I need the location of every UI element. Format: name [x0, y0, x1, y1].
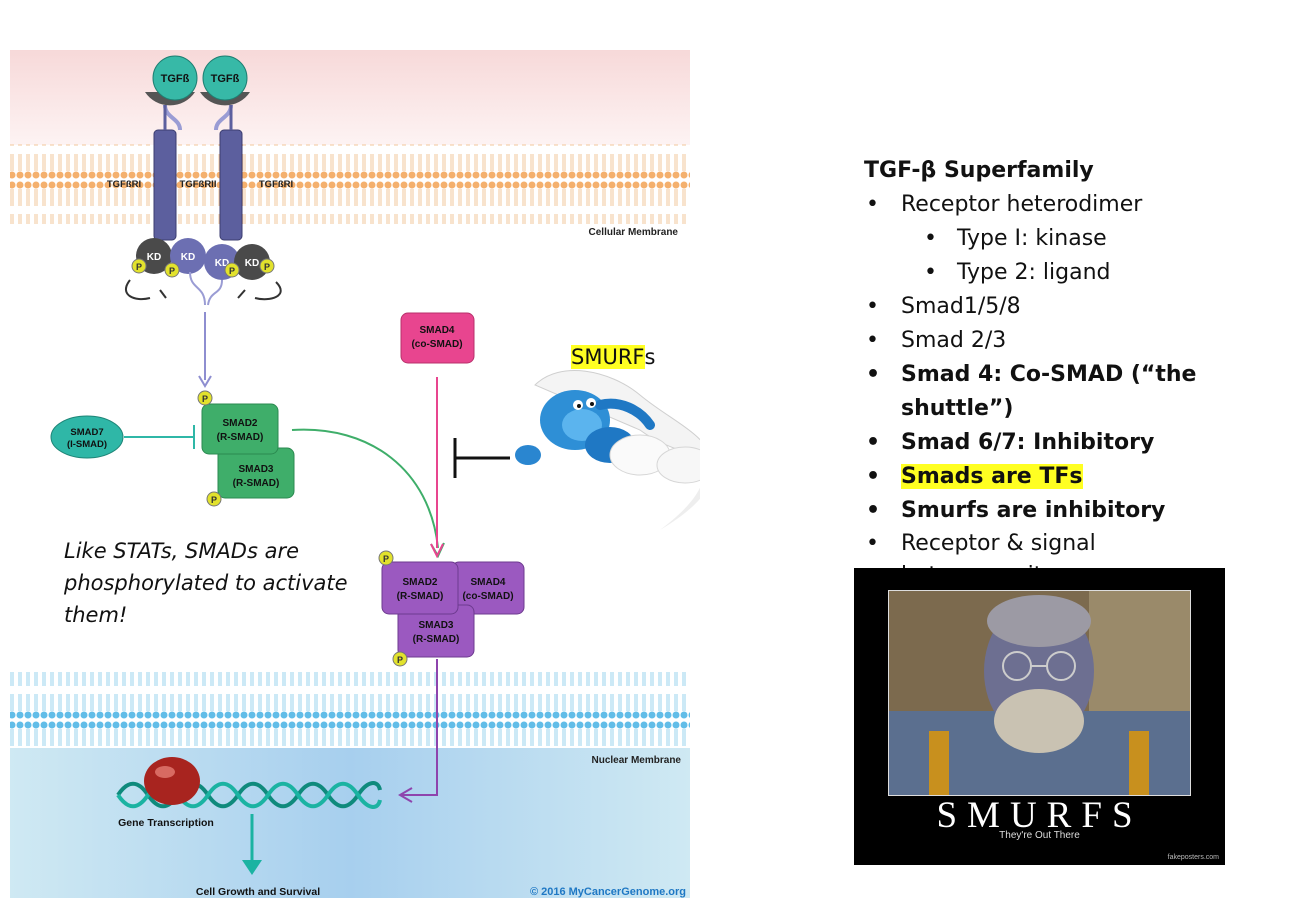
- complex-phospho-bottom-label: P: [397, 655, 403, 665]
- complex-smad4-sub-label: (co-SMAD): [462, 591, 513, 602]
- tgf-beta-ligand-right: [202, 55, 248, 101]
- poster-credit: fakeposters.com: [1167, 854, 1219, 861]
- receptor-label-left: TGFßRI: [107, 179, 141, 190]
- bullet-smad4: Smad 4: Co-SMAD (“the shuttle”): [864, 358, 1304, 426]
- bullet-smads-tfs: Smads are TFs: [864, 460, 1304, 494]
- transcription-arrowhead: [242, 860, 262, 875]
- smad7-node: [50, 415, 124, 459]
- bullet-smads-tfs-text: Smads are TFs: [901, 464, 1083, 489]
- bullet-smad67: Smad 6/7: Inhibitory: [864, 426, 1304, 460]
- kd-label-1: KD: [147, 252, 161, 263]
- bullet-smad158: Smad1/5/8: [864, 290, 1304, 324]
- poster-photo-illustration: [889, 591, 1190, 795]
- phospho-label-2: P: [169, 266, 175, 276]
- smad2-phospho: [197, 390, 213, 406]
- complex-smad2-sub-label: (R-SMAD): [397, 591, 444, 602]
- bullet-smurfs-inhibitory: Smurfs are inhibitory: [864, 494, 1304, 528]
- poster-photo: [888, 590, 1191, 796]
- smurfs-poster: SMURFS They're Out There fakeposters.com: [854, 568, 1225, 865]
- smad2-sub-label: (R-SMAD): [217, 432, 264, 443]
- smurfs-label-suffix: s: [644, 345, 656, 369]
- nuclear-membrane-label: Nuclear Membrane: [592, 755, 682, 766]
- ligand-label-right: TGFß: [211, 73, 240, 85]
- smad7-label: SMAD7: [70, 427, 103, 438]
- smad-phosphorylation-note: Like STATs, SMADs are phosphorylated to …: [64, 539, 348, 627]
- complex-smad3-label: SMAD3: [418, 620, 453, 631]
- notes-list: Receptor heterodimer Type I: kinase Type…: [864, 188, 1304, 592]
- complex-smad3-sub-label: (R-SMAD): [413, 634, 460, 645]
- copyright-label: © 2016 MyCancerGenome.org: [530, 886, 686, 898]
- tgf-beta-pathway-diagram: TGFß TGFß TGFßRI TGFßRII TGFßRI KD KD KD…: [10, 50, 700, 898]
- ligand-label-left: TGFß: [161, 73, 190, 85]
- smad3-phospho-label: P: [211, 495, 217, 505]
- nuclear-import-arrowhead: [398, 787, 413, 803]
- complex-phospho-top: [378, 550, 394, 566]
- smad4-sub-label: (co-SMAD): [411, 339, 462, 350]
- complex-smad2-node: [381, 561, 459, 615]
- phospho-label-4: P: [264, 262, 270, 272]
- smurfs-label-highlight: SMURF: [571, 345, 645, 369]
- smad4-label: SMAD4: [419, 325, 454, 336]
- bullet-type-1: Type I: kinase: [864, 222, 1304, 256]
- bullet-smad23: Smad 2/3: [864, 324, 1304, 358]
- receptor-label-right: TGFßRI: [259, 179, 293, 190]
- cell-growth-label: Cell Growth and Survival: [196, 886, 320, 898]
- nuclear-membrane: [10, 672, 690, 748]
- smad3-phospho: [206, 491, 222, 507]
- smad2-label: SMAD2: [222, 418, 257, 429]
- nuclear-import-arrow: [402, 659, 438, 796]
- kd-label-4: KD: [245, 258, 259, 269]
- rna-polymerase-icon: [144, 757, 200, 805]
- poster-tagline: They're Out There: [999, 830, 1080, 841]
- complex-smad4-label: SMAD4: [470, 577, 505, 588]
- extracellular-background: [10, 50, 690, 145]
- receptor-complex: [124, 55, 282, 306]
- phospho-label-1: P: [136, 262, 142, 272]
- smurfs-label: SMURFs: [571, 345, 655, 369]
- smad4-arrowhead: [430, 543, 444, 559]
- smad4-node: [400, 312, 475, 364]
- rna-polymerase-highlight: [155, 766, 175, 778]
- receptor-to-smad-arrowhead: [198, 375, 212, 388]
- smurf-character-illustration: [515, 370, 700, 530]
- bullet-receptor-heterodimer: Receptor heterodimer: [864, 188, 1304, 222]
- smad2-node: [201, 403, 279, 455]
- complex-phospho-bottom: [392, 651, 408, 667]
- complex-phospho-top-label: P: [383, 554, 389, 564]
- receptor-phospho-groups: [131, 258, 275, 278]
- smad7-sub-label: (I-SMAD): [67, 439, 107, 450]
- receptor-label-center: TGFßRII: [180, 179, 217, 190]
- cellular-membrane-label: Cellular Membrane: [589, 227, 679, 238]
- smad3-sub-label: (R-SMAD): [233, 478, 280, 489]
- smad2-phospho-label: P: [202, 394, 208, 404]
- activation-arrow: [291, 428, 439, 549]
- poster-title: SMURFS: [936, 795, 1143, 836]
- gene-transcription-label: Gene Transcription: [118, 817, 214, 829]
- nucleus-background: [10, 748, 690, 898]
- bullet-type-2: Type 2: ligand: [864, 256, 1304, 290]
- cellular-membrane: [10, 144, 690, 224]
- tgf-beta-superfamily-notes: TGF-β Superfamily Receptor heterodimer T…: [864, 154, 1304, 592]
- phospho-label-3: P: [229, 266, 235, 276]
- complex-smad2-label: SMAD2: [402, 577, 437, 588]
- tgf-beta-ligand-left: [152, 55, 198, 101]
- notes-heading: TGF-β Superfamily: [864, 158, 1094, 183]
- kd-label-2: KD: [181, 252, 195, 263]
- kd-label-3: KD: [215, 258, 229, 269]
- smad3-label: SMAD3: [238, 464, 273, 475]
